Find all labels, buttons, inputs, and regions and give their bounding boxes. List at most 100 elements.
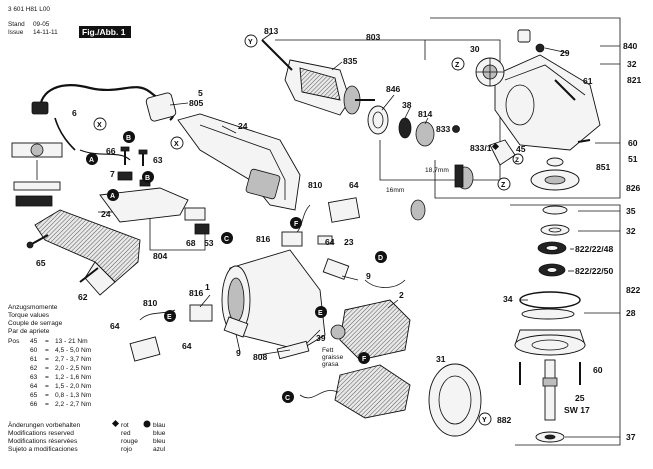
handle-housing-24 (177, 113, 301, 211)
fig-label: Fig./Abb. 1 (82, 27, 126, 37)
red-diamond-icon (111, 419, 120, 428)
callout-d: D (378, 255, 383, 262)
callout-a-top: A (89, 157, 94, 164)
doc-number: 3 601 H81 L00 (8, 6, 50, 13)
torque-row-eq: = (45, 356, 49, 363)
torque-row-eq: = (45, 383, 49, 390)
switch-group-804 (99, 179, 210, 235)
part-label-23: 23 (344, 237, 354, 247)
part-label-sw17: SW 17 (564, 405, 590, 415)
torque-row-pos: 62 (30, 365, 38, 372)
part-label-803: 803 (366, 32, 381, 42)
part-label-9-top: 9 (366, 271, 371, 281)
blue-flower-icon (143, 420, 151, 428)
bearings-group (367, 105, 474, 221)
torque-row-pos: 63 (30, 374, 38, 381)
gear-head-821 (475, 29, 601, 151)
part-label-821: 821 (627, 75, 642, 85)
part-label-68: 68 (186, 238, 196, 248)
torque-row-eq: = (45, 338, 49, 345)
callout-a-mid: A (110, 193, 115, 200)
part-label-53: 53 (204, 238, 214, 248)
part-label-62: 62 (78, 292, 88, 302)
grease-line-1: Fett (322, 347, 334, 354)
changes-de: Änderungen vorbehalten (8, 421, 81, 429)
part-label-64-lower: 64 (182, 341, 192, 351)
changes-en: Modifications reserved (8, 430, 74, 437)
issue-value: 14-11-11 (33, 29, 58, 36)
screw-65 (26, 234, 49, 249)
part-label-38: 38 (402, 100, 412, 110)
callout-x-right: X (174, 141, 179, 148)
dim-16mm: 16mm (386, 187, 405, 194)
callouts: Y Z X B A B A X F C D Z Z (86, 34, 524, 426)
legend-red-de: rot (121, 422, 129, 429)
torque-row-range: 1,5 - 2,0 Nm (55, 383, 92, 390)
torque-row-range: 1,2 - 1,6 Nm (55, 374, 92, 381)
part-label-833-1: 833/1 (470, 143, 492, 153)
stand-value: 09-05 (33, 21, 50, 28)
part-label-1: 1 (205, 282, 210, 292)
color-markers (452, 125, 500, 151)
part-label-5: 5 (198, 88, 203, 98)
part-label-822-22-50: 822/22/50 (575, 266, 613, 276)
grease-line-3: grasa (322, 361, 339, 368)
part-label-32-top: 32 (627, 59, 637, 69)
part-label-25: 25 (575, 393, 585, 403)
grease-note: Fett graisse grasa (322, 347, 344, 368)
legend-blue-en: blue (153, 430, 166, 437)
part-label-813: 813 (264, 26, 279, 36)
torque-row-pos: 66 (30, 401, 38, 408)
torque-row-range: 2,2 - 2,7 Nm (55, 401, 92, 408)
part-label-826: 826 (626, 183, 641, 193)
callout-f-top: F (294, 221, 299, 228)
bracket-821 (430, 17, 621, 199)
leader-lines (169, 32, 620, 438)
torque-row-eq: = (45, 374, 49, 381)
torque-title-fr: Couple de serrage (8, 320, 63, 327)
stand-label: Stand (8, 21, 25, 28)
torque-title-en: Torque values (8, 312, 50, 319)
legend-blue-de: blau (153, 422, 166, 429)
part-label-64-mid: 64 (325, 237, 335, 247)
blue-marker-icon (452, 125, 460, 133)
legend-blue-fr: bleu (153, 438, 166, 445)
torque-row-eq: = (45, 365, 49, 372)
torque-row-range: 2,0 - 2,5 Nm (55, 365, 92, 372)
part-label-835: 835 (343, 56, 358, 66)
callout-y-top: Y (248, 39, 253, 46)
part-label-45: 45 (516, 144, 526, 154)
part-label-810-bottom: 810 (143, 298, 158, 308)
spindle-stack-822 (514, 205, 586, 443)
part-label-2: 2 (399, 290, 404, 300)
part-label-808: 808 (253, 352, 268, 362)
grease-line-2: graisse (322, 354, 344, 361)
screws-66-63 (117, 146, 148, 181)
torque-row-eq: = (45, 392, 49, 399)
end-cover-31 (428, 363, 482, 437)
cable-805 (31, 84, 177, 161)
part-label-822: 822 (626, 285, 641, 295)
changes-es: Sujeto a modificaciones (8, 446, 78, 453)
part-label-32-right: 32 (626, 226, 636, 236)
torque-row-pos: 64 (30, 383, 38, 390)
gear-826 (489, 139, 591, 191)
legend-red-en: red (121, 430, 131, 437)
part-label-66: 66 (106, 146, 116, 156)
part-label-882: 882 (497, 415, 512, 425)
callout-b-top: B (126, 135, 131, 142)
part-label-29: 29 (560, 48, 570, 58)
part-label-816-bottom: 816 (189, 288, 204, 298)
part-label-24-left: 24 (101, 209, 111, 219)
callout-x-left: X (97, 122, 102, 129)
torque-row-range: 4,5 - 5,0 Nm (55, 347, 92, 354)
issue-label: Issue (8, 29, 24, 36)
part-label-28: 28 (626, 308, 636, 318)
part-label-810-top: 810 (308, 180, 323, 190)
part-label-30: 30 (470, 44, 480, 54)
part-label-65: 65 (36, 258, 46, 268)
changes-fr: Modifications réservées (8, 438, 78, 445)
torque-row-pos: 60 (30, 347, 38, 354)
part-label-51: 51 (628, 154, 638, 164)
